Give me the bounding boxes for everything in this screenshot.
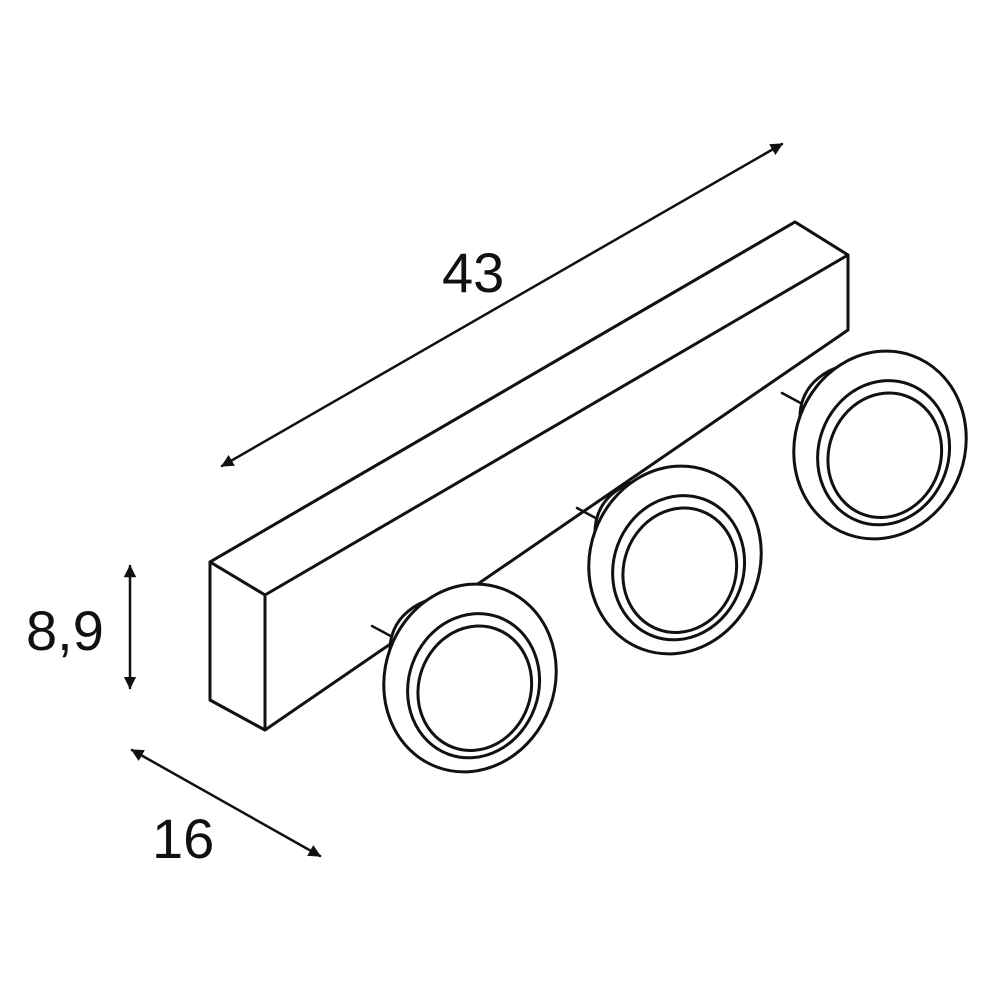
bar-end-face <box>208 560 267 732</box>
dimension-height: 8,9 <box>26 564 137 690</box>
depth-dimension-line <box>130 748 322 858</box>
height-label: 8,9 <box>26 599 104 662</box>
depth-label: 16 <box>152 807 214 870</box>
dimension-depth: 16 <box>130 748 322 870</box>
length-label: 43 <box>442 241 504 304</box>
dimension-length: 43 <box>220 142 784 468</box>
length-dimension-line <box>220 142 784 468</box>
